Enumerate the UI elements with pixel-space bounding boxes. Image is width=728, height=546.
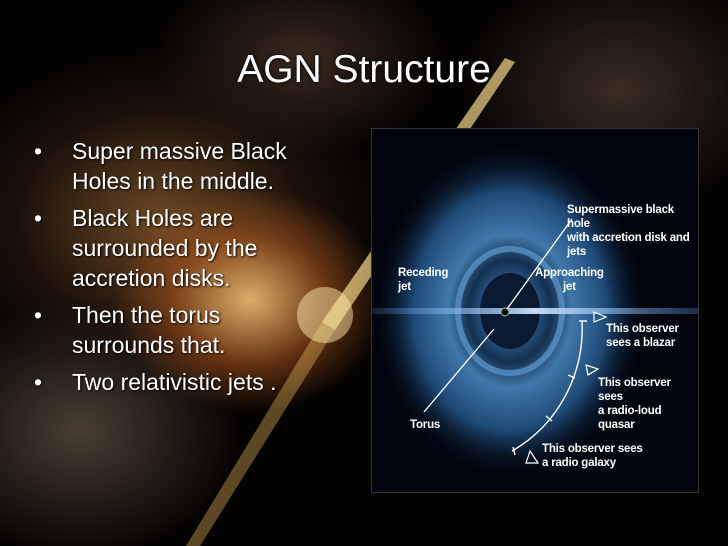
label-blazar: This observer sees a blazar bbox=[606, 322, 679, 350]
black-hole-dot bbox=[500, 307, 510, 317]
label-torus: Torus bbox=[410, 419, 441, 431]
bullet-text: Two relativistic jets . bbox=[72, 369, 277, 395]
label-text: jet bbox=[562, 281, 576, 293]
eye-observer-icon bbox=[585, 364, 600, 376]
agn-diagram: Supermassive black hole with accretion d… bbox=[371, 128, 699, 493]
label-text: This observer sees bbox=[598, 377, 671, 403]
bullet-list: • Super massive Black Holes in the middl… bbox=[30, 136, 350, 404]
bullet-item: • Two relativistic jets . bbox=[30, 367, 350, 397]
bullet-text: surrounds that. bbox=[72, 332, 226, 358]
label-text: a radio-loud quasar bbox=[598, 405, 662, 431]
label-text: sees a blazar bbox=[606, 337, 676, 349]
label-text: jet bbox=[398, 281, 411, 293]
bullet-text: surrounded by the bbox=[72, 235, 258, 261]
bullet-text: Super massive Black bbox=[72, 138, 287, 164]
relativistic-jet bbox=[372, 308, 698, 314]
label-text: This observer bbox=[606, 323, 679, 335]
eye-observer-icon bbox=[593, 311, 608, 323]
label-text: with accretion disk and jets bbox=[567, 232, 690, 258]
agn-diagram-artwork bbox=[372, 141, 698, 481]
bullet-marker: • bbox=[34, 138, 43, 164]
label-text: This observer sees bbox=[542, 443, 643, 455]
label-text: a radio galaxy bbox=[542, 457, 616, 469]
bullet-item: • Super massive Black Holes in the middl… bbox=[30, 136, 350, 196]
label-supermassive: Supermassive black hole with accretion d… bbox=[567, 203, 698, 259]
label-text: Approaching bbox=[535, 267, 604, 279]
bullet-marker: • bbox=[34, 302, 43, 328]
label-text: Supermassive black hole bbox=[567, 204, 674, 230]
bullet-marker: • bbox=[34, 205, 43, 231]
bullet-marker: • bbox=[34, 369, 43, 395]
slide-title: AGN Structure bbox=[237, 48, 491, 91]
label-radio-galaxy: This observer sees a radio galaxy bbox=[542, 442, 643, 470]
bullet-text: Holes in the middle. bbox=[72, 168, 274, 194]
label-receding-jet: Receding jet bbox=[398, 266, 448, 294]
label-text: Receding bbox=[398, 267, 449, 279]
bullet-item: • Then the torus surrounds that. bbox=[30, 300, 350, 360]
bullet-text: Then the torus bbox=[72, 302, 221, 328]
bullet-text: Black Holes are bbox=[72, 205, 234, 231]
bullet-item: • Black Holes are surrounded by the accr… bbox=[30, 203, 350, 293]
bullet-text: accretion disks. bbox=[72, 265, 231, 291]
eye-observer-icon bbox=[525, 449, 540, 464]
label-approaching-jet: Approaching jet bbox=[535, 266, 604, 294]
observer-arc bbox=[511, 320, 583, 452]
label-radio-loud-quasar: This observer sees a radio-loud quasar bbox=[598, 376, 698, 432]
